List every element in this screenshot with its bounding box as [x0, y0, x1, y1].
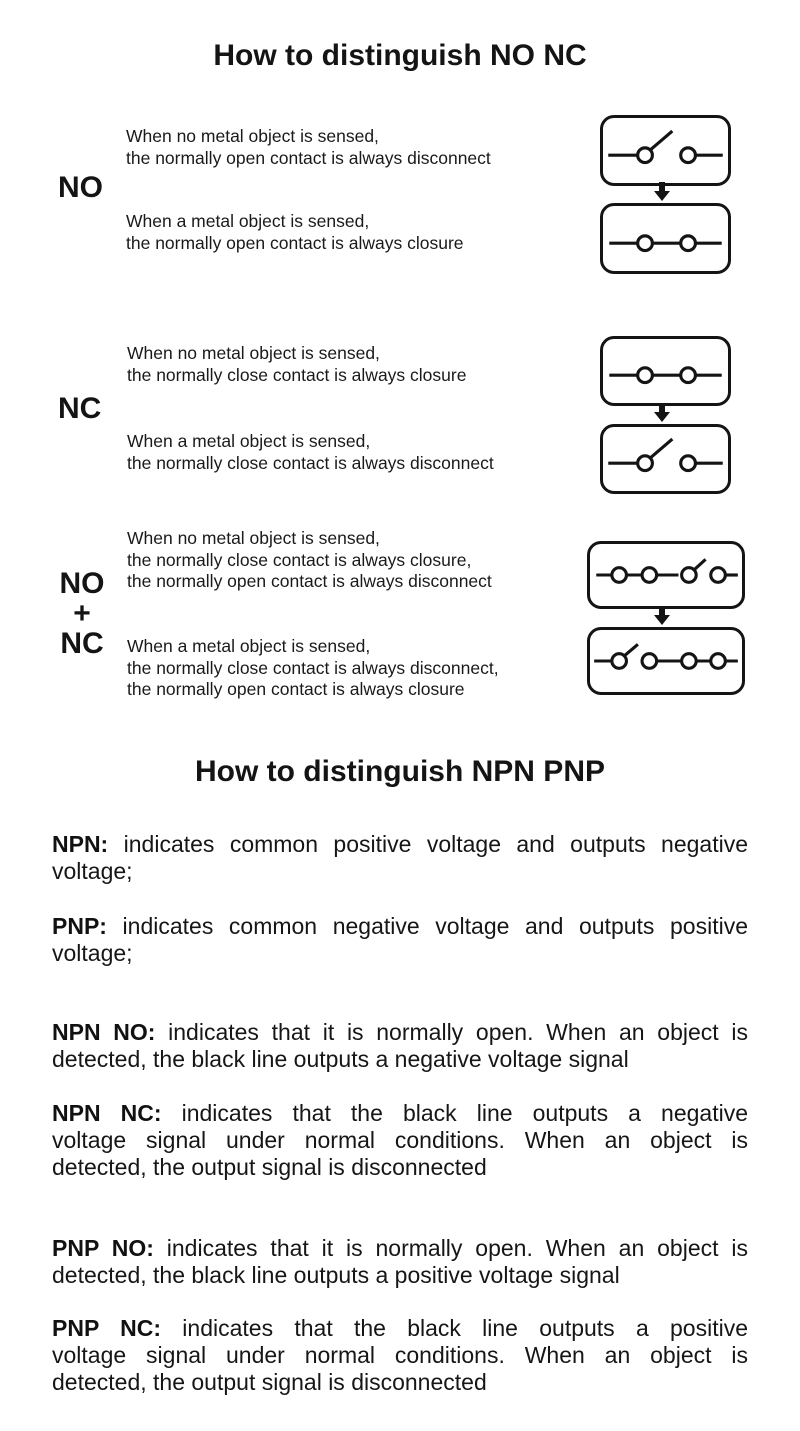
paragraph-npn: NPN: indicates common positive voltage a… [52, 831, 748, 885]
paragraph-text: detected, the output signal is disconnec… [52, 1154, 487, 1180]
paragraph-line: voltage signal under normal conditions. … [52, 1127, 748, 1154]
text-line: When no metal object is sensed, [126, 126, 379, 146]
paragraph-text: voltage; [52, 858, 133, 884]
paragraph-line: PNP NC: indicates that the black line ou… [52, 1315, 748, 1342]
text-line: When a metal object is sensed, [127, 636, 371, 656]
nc-when-sensed-text: When a metal object is sensed, the norma… [127, 431, 494, 474]
no-when-none-text: When no metal object is sensed, the norm… [126, 126, 491, 169]
paragraph-text: detected, the black line outputs a negat… [52, 1046, 629, 1072]
no-nc-when-none-text: When no metal object is sensed, the norm… [127, 528, 492, 593]
term-label: PNP NO: [52, 1235, 154, 1261]
text-line: the normally close contact is always dis… [127, 657, 499, 678]
term-label: PNP NC: [52, 1315, 162, 1341]
label-line: + [73, 597, 91, 630]
label-line: NC [60, 627, 104, 660]
down-arrow-icon [654, 606, 670, 625]
text-line: the normally open contact is always clos… [126, 232, 464, 253]
switch-nc-closed-no-open-icon [587, 541, 745, 609]
paragraph-pnp: PNP: indicates common negative voltage a… [52, 913, 748, 967]
down-arrow-icon [654, 182, 670, 201]
term-label: NPN: [52, 831, 109, 857]
paragraph-line: NPN NO: indicates that it is normally op… [52, 1019, 748, 1046]
no-nc-title: How to distinguish NO NC [213, 39, 587, 72]
text-line: the normally open contact is always disc… [126, 147, 491, 168]
group-label-nc: NC [58, 392, 102, 425]
text-line: When a metal object is sensed, [126, 211, 370, 231]
text-line: the normally open contact is always clos… [127, 679, 465, 699]
text-line: the normally open contact is always disc… [127, 571, 492, 591]
paragraph-line: voltage; [52, 940, 748, 967]
text-line: When no metal object is sensed, [127, 343, 380, 363]
paragraph-text: indicates common positive voltage and ou… [108, 831, 748, 857]
paragraph-pnp-nc: PNP NC: indicates that the black line ou… [52, 1315, 748, 1396]
text-line: the normally close contact is always clo… [127, 549, 472, 570]
paragraph-line: NPN: indicates common positive voltage a… [52, 831, 748, 858]
nc-when-none-text: When no metal object is sensed, the norm… [127, 343, 466, 386]
switch-nc-open-no-closed-icon [587, 627, 745, 695]
paragraph-text: indicates that it is normally open. When… [155, 1019, 748, 1045]
paragraph-text: detected, the output signal is disconnec… [52, 1369, 487, 1395]
switch-open-icon [600, 424, 731, 494]
paragraph-line: voltage signal under normal conditions. … [52, 1342, 748, 1369]
text-line: When no metal object is sensed, [127, 528, 380, 548]
paragraph-line: detected, the black line outputs a negat… [52, 1046, 748, 1073]
paragraph-text: voltage; [52, 940, 133, 966]
text-line: the normally close contact is always clo… [127, 364, 467, 385]
paragraph-text: indicates that it is normally open. When… [153, 1235, 748, 1261]
group-label-no-nc: NO + NC [57, 569, 107, 659]
paragraph-text: indicates that the black line outputs a … [161, 1100, 748, 1126]
paragraph-line: PNP: indicates common negative voltage a… [52, 913, 748, 940]
paragraph-line: voltage; [52, 858, 748, 885]
term-label: NPN NC: [52, 1100, 162, 1126]
no-nc-when-sensed-text: When a metal object is sensed, the norma… [127, 636, 499, 701]
paragraph-line: detected, the black line outputs a posit… [52, 1262, 748, 1289]
switch-open-icon [600, 115, 731, 186]
paragraph-npn-nc: NPN NC: indicates that the black line ou… [52, 1100, 748, 1181]
paragraph-line: detected, the output signal is disconnec… [52, 1369, 748, 1396]
paragraph-line: NPN NC: indicates that the black line ou… [52, 1100, 748, 1127]
term-label: NPN NO: [52, 1019, 156, 1045]
paragraph-pnp-no: PNP NO: indicates that it is normally op… [52, 1235, 748, 1289]
text-line: When a metal object is sensed, [127, 431, 371, 451]
paragraph-line: PNP NO: indicates that it is normally op… [52, 1235, 748, 1262]
label-line: NO [59, 567, 105, 600]
paragraph-text: indicates common negative voltage and ou… [106, 913, 748, 939]
switch-closed-icon [600, 203, 731, 274]
text-line: the normally close contact is always dis… [127, 452, 494, 473]
group-label-no: NO [58, 171, 103, 204]
paragraph-npn-no: NPN NO: indicates that it is normally op… [52, 1019, 748, 1073]
npn-pnp-title: How to distinguish NPN PNP [195, 755, 605, 788]
switch-closed-icon [600, 336, 731, 406]
paragraph-line: detected, the output signal is disconnec… [52, 1154, 748, 1181]
paragraph-text: voltage signal under normal conditions. … [52, 1127, 748, 1153]
paragraph-text: indicates that the black line outputs a … [161, 1315, 748, 1341]
paragraph-text: voltage signal under normal conditions. … [52, 1342, 748, 1368]
no-when-sensed-text: When a metal object is sensed, the norma… [126, 211, 464, 254]
paragraph-text: detected, the black line outputs a posit… [52, 1262, 620, 1288]
down-arrow-icon [654, 403, 670, 422]
term-label: PNP: [52, 913, 107, 939]
